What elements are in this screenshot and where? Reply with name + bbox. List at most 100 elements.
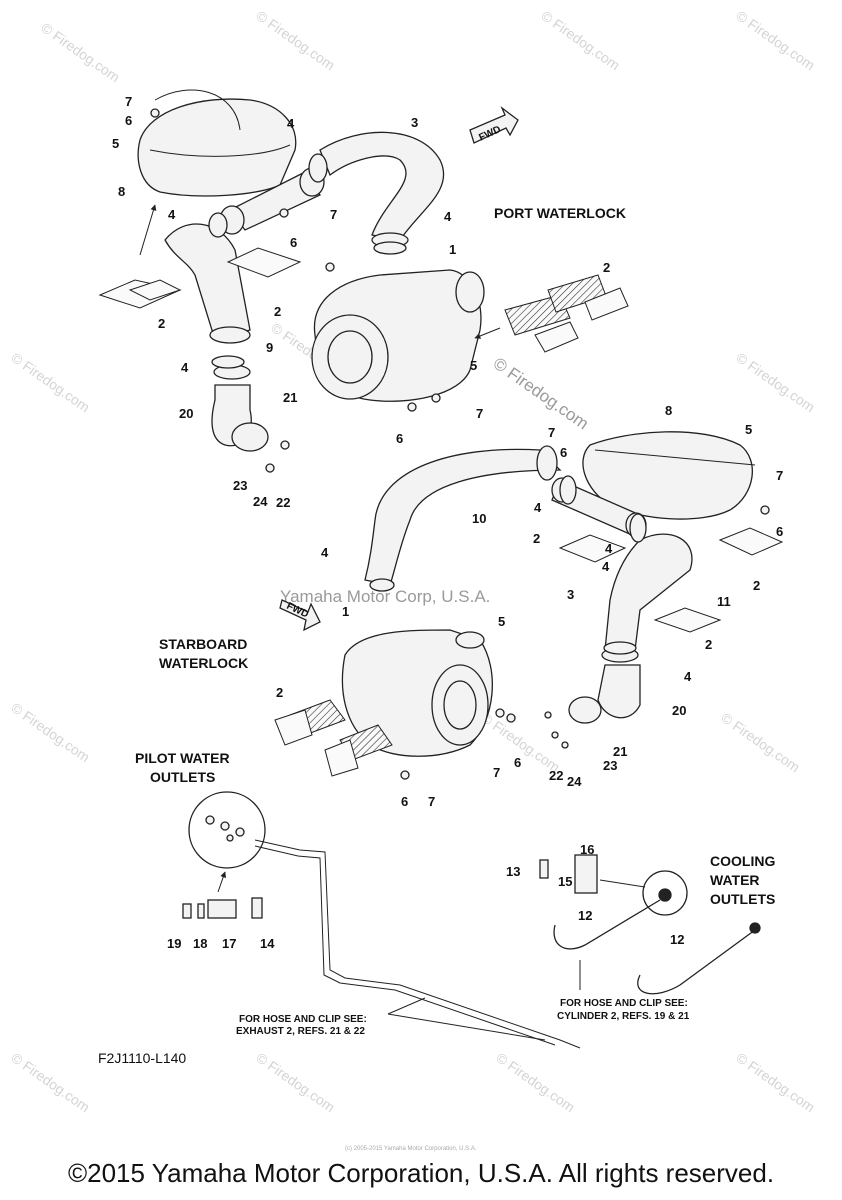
watermark: © Firedog.com	[718, 709, 803, 775]
callout: 17	[222, 936, 236, 951]
callout: 4	[181, 360, 189, 375]
callout: 7	[776, 468, 783, 483]
callout: 5	[112, 136, 119, 151]
callout: 12	[670, 932, 684, 947]
callout: 8	[118, 184, 125, 199]
port-cover-8	[137, 98, 297, 197]
callout: 3	[567, 587, 574, 602]
note-left-2: EXHAUST 2, REFS. 21 & 22	[236, 1026, 365, 1037]
tiny-credit: (c) 2005-2015 Yamaha Motor Corporation, …	[345, 1146, 477, 1152]
callout: 6	[125, 113, 132, 128]
callout: 22	[276, 495, 290, 510]
callout: 6	[401, 794, 408, 809]
callout: 12	[578, 908, 592, 923]
starboard-assembly	[274, 431, 784, 780]
callout: 4	[534, 500, 542, 515]
callout: 21	[613, 744, 627, 759]
label-cooling-outlets: OUTLETS	[710, 891, 775, 907]
cooling-outlets	[539, 854, 761, 995]
callout: 7	[493, 765, 500, 780]
callout: 11	[717, 594, 731, 609]
watermark: © Firedog.com	[733, 7, 818, 73]
callout: 4	[444, 209, 452, 224]
callout: 2	[753, 578, 760, 593]
callout: 7	[548, 425, 555, 440]
figure-reference: F2J1110-L140	[98, 1050, 186, 1066]
callout: 2	[603, 260, 610, 275]
watermark: © Firedog.com	[38, 19, 123, 85]
callout: 20	[179, 406, 193, 421]
callout: 16	[580, 842, 594, 857]
watermark-firedog-center: © Firedog.com	[490, 354, 592, 434]
callout: 5	[498, 614, 505, 629]
callout: 23	[603, 758, 617, 773]
callouts: 7 6 5 8 4 3 4 7 6 4 2 2 1 2 9 4 20 21 23…	[112, 94, 783, 951]
stbd-flange-21	[568, 696, 602, 724]
watermark: © Firedog.com	[538, 7, 623, 73]
label-starboard: STARBOARD	[159, 636, 247, 652]
watermark: © Firedog.com	[8, 699, 93, 765]
callout: 4	[287, 116, 295, 131]
callout: 1	[342, 604, 349, 619]
callout: 15	[558, 874, 572, 889]
fwd-indicator: FWD	[469, 106, 519, 144]
callout: 4	[602, 559, 610, 574]
watermark-yamaha: Yamaha Motor Corp, U.S.A.	[280, 587, 490, 606]
callout: 22	[549, 768, 563, 783]
callout: 6	[776, 524, 783, 539]
stbd-elbow-20	[597, 664, 641, 719]
port-pipe-9	[164, 223, 251, 341]
callout: 8	[665, 403, 672, 418]
watermark: © Firedog.com	[493, 1049, 578, 1115]
watermark: © Firedog.com	[8, 1049, 93, 1115]
watermark: © Firedog.com	[733, 349, 818, 415]
callout: 4	[605, 541, 613, 556]
callout: 23	[233, 478, 247, 493]
callout: 6	[396, 431, 403, 446]
callout: 10	[472, 511, 486, 526]
callout: 4	[168, 207, 176, 222]
label-port-waterlock: PORT WATERLOCK	[494, 205, 626, 221]
callout: 14	[260, 936, 275, 951]
clamp-4	[308, 153, 328, 183]
watermark: © Firedog.com	[8, 349, 93, 415]
callout: 1	[449, 242, 456, 257]
callout: 21	[283, 390, 297, 405]
label-cooling-water: WATER	[710, 872, 760, 888]
watermark: © Firedog.com	[253, 1049, 338, 1115]
callout: 6	[290, 235, 297, 250]
port-flange-21	[231, 422, 269, 452]
label-cooling: COOLING	[710, 853, 775, 869]
note-right-2: CYLINDER 2, REFS. 19 & 21	[557, 1011, 690, 1022]
pilot-outlets	[182, 791, 581, 1049]
callout: 2	[158, 316, 165, 331]
callout: 6	[514, 755, 521, 770]
callout: 2	[274, 304, 281, 319]
callout: 7	[476, 406, 483, 421]
port-assembly	[98, 89, 629, 473]
callout: 2	[533, 531, 540, 546]
label-waterlock: WATERLOCK	[159, 655, 248, 671]
note-right-1: FOR HOSE AND CLIP SEE:	[560, 998, 688, 1009]
callout: 13	[506, 864, 520, 879]
callout: 5	[470, 358, 477, 373]
callout: 7	[330, 207, 337, 222]
callout: 5	[745, 422, 752, 437]
stbd-cover-8	[582, 431, 753, 520]
callout: 3	[411, 115, 418, 130]
callout: 24	[253, 494, 268, 509]
watermark: © Firedog.com	[733, 1049, 818, 1115]
cooling-hose-12	[553, 899, 661, 950]
callout: 20	[672, 703, 686, 718]
port-hose-3	[319, 131, 445, 241]
callout: 4	[684, 669, 692, 684]
callout: 18	[193, 936, 207, 951]
callout: 4	[321, 545, 329, 560]
note-left-1: FOR HOSE AND CLIP SEE:	[239, 1014, 367, 1025]
label-pilot-water: PILOT WATER	[135, 750, 230, 766]
callout: 7	[125, 94, 132, 109]
callout: 2	[705, 637, 712, 652]
watermark: © Firedog.com	[253, 7, 338, 73]
callout: 6	[560, 445, 567, 460]
